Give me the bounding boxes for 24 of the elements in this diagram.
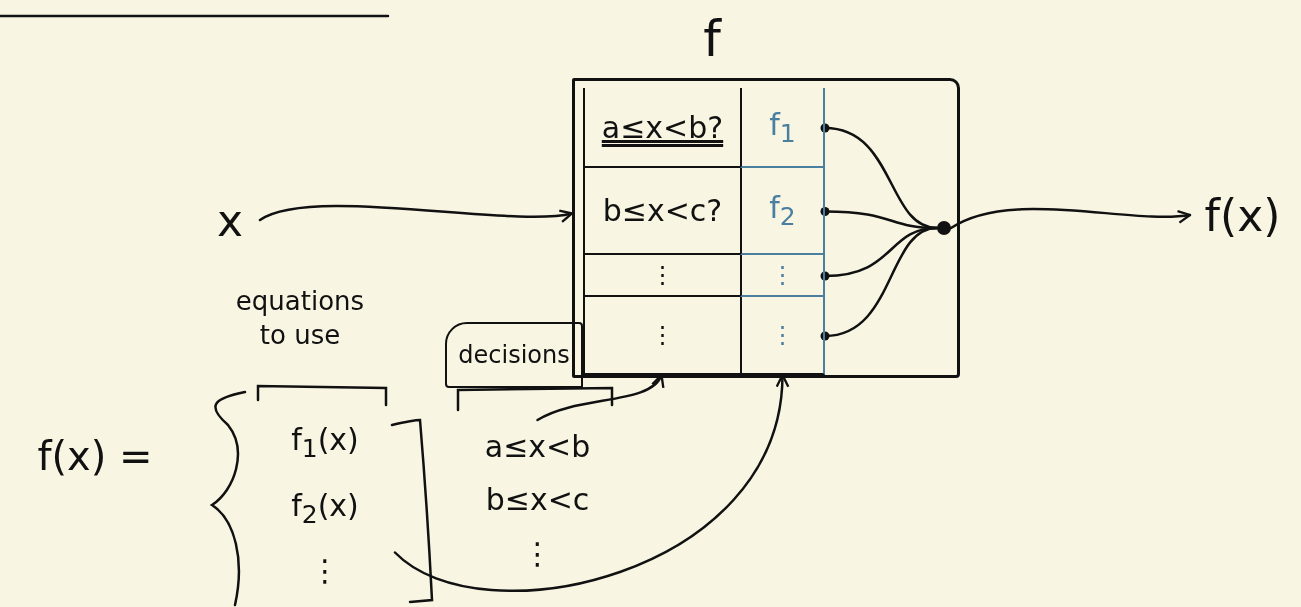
- condition-text: a≤x<b: [484, 430, 591, 464]
- output-label: f(x): [1190, 185, 1295, 245]
- annotation-text: f(x) =: [36, 432, 154, 481]
- connector-line: [820, 226, 939, 341]
- ellipsis: ⋮: [522, 536, 553, 570]
- input-label: x: [200, 190, 260, 250]
- equation-text: f$_{2}$(x): [291, 488, 359, 528]
- ellipsis: ⋮: [310, 554, 340, 587]
- function-cell: f$_{1}$: [740, 88, 825, 168]
- condition-cell: ⋮: [583, 255, 740, 297]
- function-cell: ⋮: [740, 255, 825, 297]
- function-cell: ⋮: [740, 297, 825, 375]
- condition-text: b≤x<c: [485, 483, 590, 517]
- equation-text: f$_{1}$(x): [291, 423, 359, 463]
- condition-cell: ⋮: [583, 297, 740, 375]
- arrow: [258, 204, 574, 223]
- arrow: [949, 207, 1192, 230]
- decision-box: decisions: [445, 322, 583, 388]
- condition-cell: a≤x<b?: [583, 88, 740, 168]
- merge-dot: [937, 221, 951, 235]
- table-title: f: [702, 12, 723, 67]
- annotation-text: equations to use: [234, 285, 366, 352]
- condition-cell: b≤x<c?: [583, 168, 740, 255]
- function-cell: f$_{2}$: [740, 168, 825, 255]
